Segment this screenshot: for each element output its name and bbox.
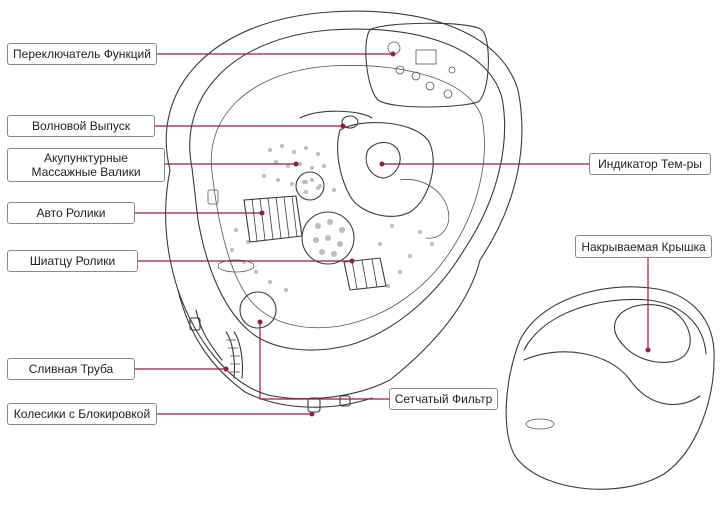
massage-dots [230,144,434,292]
foot-spa-basin [165,10,523,413]
leader-lines [135,51,651,417]
label-mesh-filter: Сетчатый Фильтр [389,388,498,410]
label-drain-pipe: Сливная Труба [7,358,135,380]
auto-roller-art [243,195,303,243]
label-acupuncture-rollers: Акупунктурные Массажные Валики [7,148,165,182]
label-temp-indicator: Индикатор Тем-ры [589,153,711,175]
label-locking-wheels: Колесики с Блокировкой [7,403,157,425]
label-auto-rollers: Авто Ролики [7,202,135,224]
label-function-switch: Переключатель Функций [7,43,157,65]
label-cover-lid: Накрываемая Крышка [575,235,712,258]
label-wave-outlet: Волновой Выпуск [7,115,155,137]
label-shiatsu-rollers: Шиатцу Ролики [7,250,138,272]
shiatsu-pad-dots [313,219,345,257]
cover-lid-illustration [505,286,715,490]
